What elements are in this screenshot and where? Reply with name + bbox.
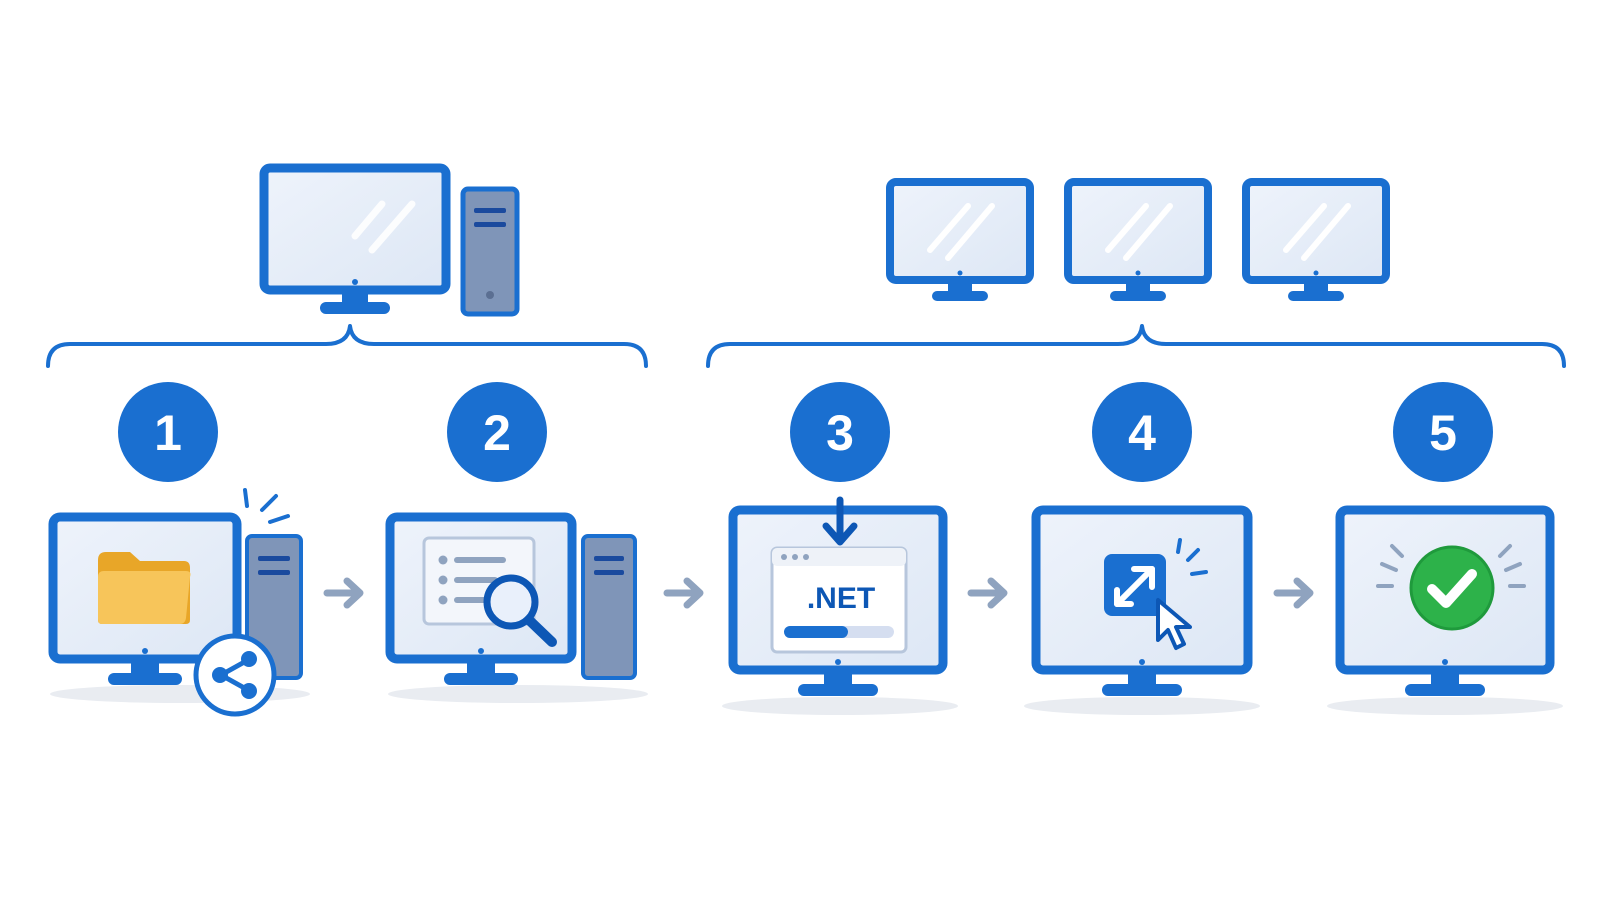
step-4-number: 4: [1128, 405, 1156, 461]
monitor-c: [1242, 178, 1390, 301]
step-2-badge: 2: [447, 382, 547, 482]
step-5-number: 5: [1429, 405, 1457, 461]
arrow-4-to-5: [1273, 577, 1314, 609]
arrow-1-to-2: [323, 577, 364, 609]
step-3-badge: 3: [790, 382, 890, 482]
install-progress-fill: [784, 626, 848, 638]
step-5-badge: 5: [1393, 382, 1493, 482]
dotnet-label: .NET: [807, 582, 875, 615]
monitor-b: [1064, 178, 1212, 301]
step-4-launch-app-icon: [1024, 505, 1260, 715]
arrow-2-to-3: [663, 577, 704, 609]
step-2-number: 2: [483, 405, 511, 461]
magnifier-icon: [483, 574, 557, 647]
arrow-3-to-4: [967, 577, 1008, 609]
step-3-number: 3: [826, 405, 854, 461]
step-5-success-check-icon: [1327, 505, 1563, 715]
group-1-desktop-with-tower-icon: [259, 163, 520, 317]
step-1-number: 1: [154, 405, 182, 461]
download-arrow-icon: [822, 496, 858, 546]
step-2-search-list-icon: [385, 512, 648, 703]
mouse-cursor-icon: [1156, 598, 1192, 650]
brace-group-1: [46, 324, 648, 368]
monitor-a: [886, 178, 1034, 301]
step-4-badge: 4: [1092, 382, 1192, 482]
step-1-badge: 1: [118, 382, 218, 482]
share-icon: [193, 633, 277, 717]
checkmark-icon: [1427, 569, 1477, 608]
brace-group-2: [706, 324, 1566, 368]
group-2-three-monitors-icon: [886, 178, 1390, 301]
step-3-dotnet-install-icon: .NET: [722, 496, 958, 715]
step-1-shared-folder-icon: [48, 488, 310, 717]
